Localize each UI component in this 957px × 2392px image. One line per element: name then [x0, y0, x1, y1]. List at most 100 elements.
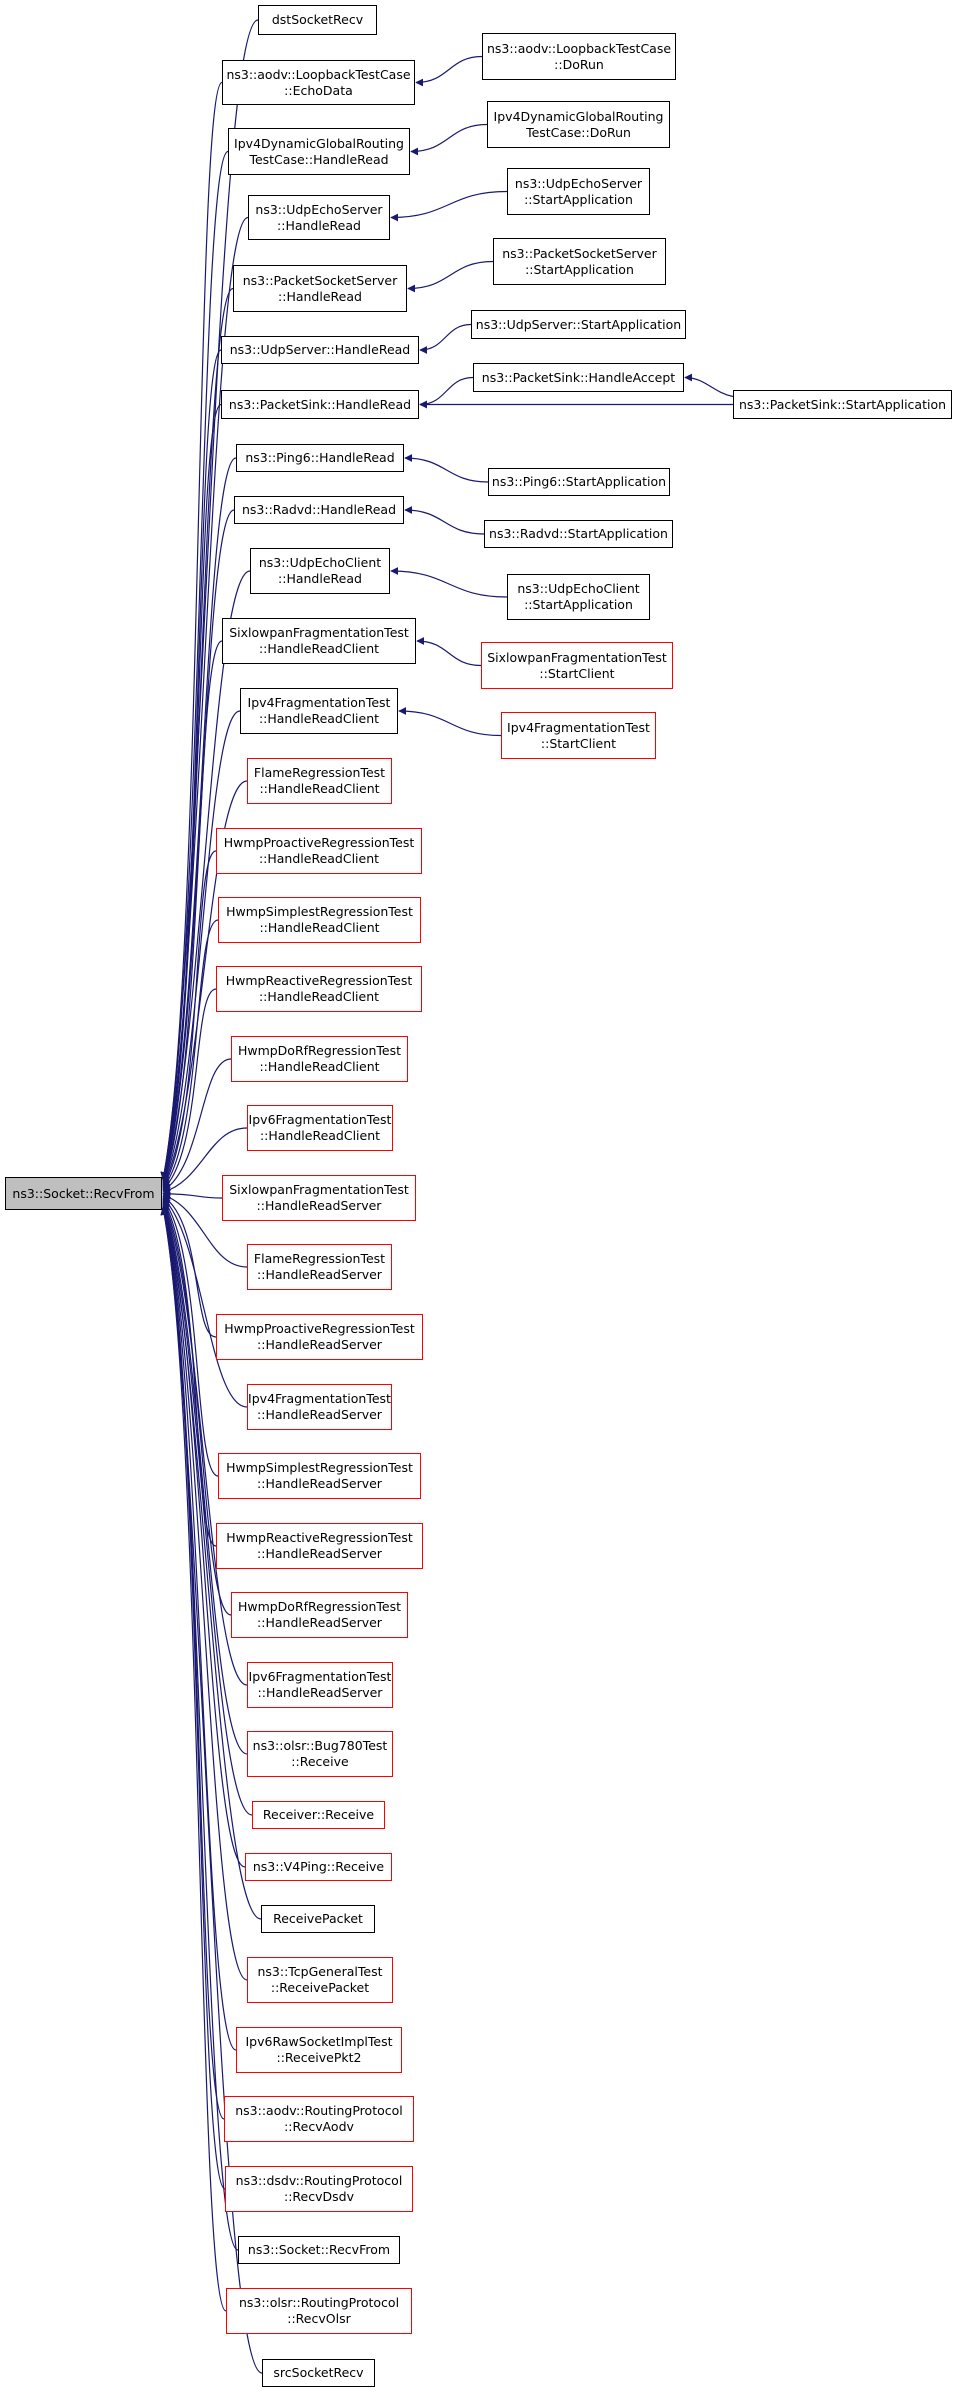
function-node[interactable]: Ipv6RawSocketImplTest::ReceivePkt2 — [236, 2027, 402, 2073]
function-node[interactable]: HwmpReactiveRegressionTest::HandleReadSe… — [216, 1523, 423, 1569]
node-label: ::HandleReadServer — [257, 1546, 382, 1561]
node-label: ::HandleRead — [277, 217, 361, 233]
node-label: Ipv6FragmentationTest — [248, 1112, 392, 1127]
node-label: HwmpReactiveRegressionTest — [226, 1530, 413, 1545]
function-node[interactable]: SixlowpanFragmentationTest::StartClient — [481, 642, 673, 689]
node-label: ::HandleReadServer — [257, 1267, 382, 1282]
node-label: ns3::Socket::RecvFrom — [247, 2242, 391, 2257]
function-node[interactable]: ns3::Radvd::StartApplication — [484, 520, 673, 548]
node-label: HwmpDoRfRegressionTest — [237, 1043, 402, 1058]
call-edge — [162, 1198, 219, 1477]
node-label: ::StartApplication — [524, 597, 633, 612]
function-node[interactable]: ns3::aodv::RoutingProtocol::RecvAodv — [224, 2096, 414, 2142]
function-node[interactable]: ns3::Socket::RecvFrom — [238, 2236, 400, 2264]
call-edge — [160, 1206, 225, 2120]
node-label: ns3::UdpEchoClient — [517, 581, 640, 596]
function-node[interactable]: HwmpReactiveRegressionTest::HandleReadCl… — [216, 966, 422, 1012]
function-node[interactable]: ns3::olsr::Bug780Test::Receive — [247, 1731, 393, 1777]
call-edge — [162, 1202, 248, 1686]
call-edge — [160, 150, 229, 1181]
call-edge — [161, 403, 222, 1181]
function-node[interactable]: HwmpDoRfRegressionTest::HandleReadServer — [231, 1592, 408, 1638]
call-edge — [162, 1058, 232, 1192]
node-label: ::HandleReadClient — [258, 989, 380, 1004]
call-edge — [407, 260, 494, 293]
function-node[interactable]: ns3::PacketSocketServer::HandleRead — [233, 265, 407, 312]
call-edge — [162, 1193, 248, 1268]
function-node[interactable]: ns3::UdpEchoServer::StartApplication — [507, 168, 650, 215]
function-node[interactable]: ns3::dsdv::RoutingProtocol::RecvDsdv — [225, 2166, 413, 2212]
function-node[interactable]: ns3::TcpGeneralTest::ReceivePacket — [247, 1957, 393, 2003]
node-label: ns3::TcpGeneralTest — [257, 1964, 383, 1979]
function-node[interactable]: ns3::UdpServer::HandleRead — [221, 336, 419, 364]
call-edge — [160, 349, 222, 1181]
function-node[interactable]: Ipv4FragmentationTest::HandleReadClient — [240, 688, 398, 734]
function-node[interactable]: ns3::UdpEchoClient::HandleRead — [250, 548, 390, 594]
function-node[interactable]: ns3::olsr::RoutingProtocol::RecvOlsr — [226, 2288, 412, 2334]
function-node[interactable]: srcSocketRecv — [262, 2359, 375, 2387]
node-label: ns3::PacketSink::StartApplication — [738, 396, 947, 412]
function-node[interactable]: ns3::UdpEchoClient::StartApplication — [507, 574, 650, 620]
node-label: ns3::PacketSink::HandleRead — [228, 396, 412, 412]
node-label: ::HandleReadServer — [257, 1685, 383, 1700]
function-node[interactable]: HwmpSimplestRegressionTest::HandleReadSe… — [218, 1453, 421, 1499]
function-node[interactable]: ns3::UdpServer::StartApplication — [471, 310, 686, 339]
function-node[interactable]: ns3::Radvd::HandleRead — [234, 496, 404, 524]
node-label: ::HandleReadClient — [258, 711, 380, 726]
function-node[interactable]: HwmpProactiveRegressionTest::HandleReadC… — [216, 828, 422, 874]
node-label: SixlowpanFragmentationTest — [229, 625, 409, 640]
function-node[interactable]: ns3::V4Ping::Receive — [245, 1853, 392, 1881]
node-label: ns3::PacketSocketServer — [242, 272, 398, 288]
function-node[interactable]: Receiver::Receive — [252, 1801, 385, 1829]
function-node[interactable]: ReceivePacket — [261, 1905, 375, 1933]
node-label: ns3::olsr::Bug780Test — [252, 1738, 388, 1753]
call-edge — [684, 373, 734, 398]
function-node[interactable]: dstSocketRecv — [258, 5, 377, 35]
function-node[interactable]: FlameRegressionTest::HandleReadClient — [247, 758, 392, 804]
call-edge — [160, 81, 223, 1181]
function-node[interactable]: ns3::aodv::LoopbackTestCase::DoRun — [482, 33, 676, 80]
node-label: ns3::V4Ping::Receive — [252, 1859, 385, 1874]
call-edge — [162, 919, 219, 1189]
function-node[interactable]: Ipv6FragmentationTest::HandleReadServer — [247, 1662, 393, 1708]
node-label: TestCase::HandleRead — [249, 151, 389, 167]
node-label: ns3::Ping6::StartApplication — [491, 474, 667, 489]
function-node[interactable]: ns3::PacketSocketServer::StartApplicatio… — [493, 238, 666, 285]
function-node[interactable]: ns3::UdpEchoServer::HandleRead — [248, 195, 390, 240]
node-label: ::HandleReadServer — [257, 1407, 382, 1422]
function-node[interactable]: ns3::aodv::LoopbackTestCase::EchoData — [222, 60, 415, 105]
node-label: Ipv4DynamicGlobalRouting — [234, 135, 404, 151]
call-edge — [161, 1206, 248, 1981]
function-node[interactable]: ns3::Ping6::HandleRead — [236, 444, 404, 472]
function-node[interactable]: FlameRegressionTest::HandleReadServer — [247, 1244, 392, 1290]
root-function-node: ns3::Socket::RecvFrom — [5, 1177, 162, 1210]
node-label: ::HandleReadServer — [257, 1615, 382, 1630]
node-label: Ipv4DynamicGlobalRouting — [493, 108, 664, 124]
function-node[interactable]: HwmpProactiveRegressionTest::HandleReadS… — [216, 1314, 423, 1360]
function-node[interactable]: HwmpDoRfRegressionTest::HandleReadClient — [231, 1036, 408, 1082]
function-node[interactable]: ns3::PacketSink::HandleAccept — [473, 363, 684, 392]
call-edge — [162, 780, 248, 1186]
function-node[interactable]: ns3::PacketSink::StartApplication — [733, 390, 952, 419]
function-node[interactable]: ns3::Ping6::StartApplication — [488, 468, 670, 496]
node-label: srcSocketRecv — [273, 2365, 364, 2380]
node-label: ns3::UdpEchoServer — [255, 201, 383, 217]
call-edge — [161, 1206, 262, 1920]
call-edge — [162, 1197, 248, 1408]
call-edge — [161, 640, 223, 1184]
function-node[interactable]: SixlowpanFragmentationTest::HandleReadCl… — [222, 618, 416, 664]
node-label: ::StartApplication — [524, 191, 633, 207]
function-node[interactable]: Ipv4FragmentationTest::StartClient — [501, 712, 656, 759]
call-edge — [390, 190, 508, 222]
function-node[interactable]: ns3::PacketSink::HandleRead — [221, 390, 419, 419]
node-label: ns3::UdpEchoClient — [258, 555, 382, 570]
function-node[interactable]: Ipv6FragmentationTest::HandleReadClient — [247, 1105, 393, 1151]
function-node[interactable]: HwmpSimplestRegressionTest::HandleReadCl… — [218, 897, 421, 943]
node-label: ::HandleReadClient — [259, 1128, 381, 1143]
call-edge — [162, 1189, 223, 1199]
function-node[interactable]: SixlowpanFragmentationTest::HandleReadSe… — [222, 1175, 416, 1221]
function-node[interactable]: Ipv4FragmentationTest::HandleReadServer — [247, 1384, 392, 1430]
node-label: HwmpSimplestRegressionTest — [226, 1460, 413, 1475]
